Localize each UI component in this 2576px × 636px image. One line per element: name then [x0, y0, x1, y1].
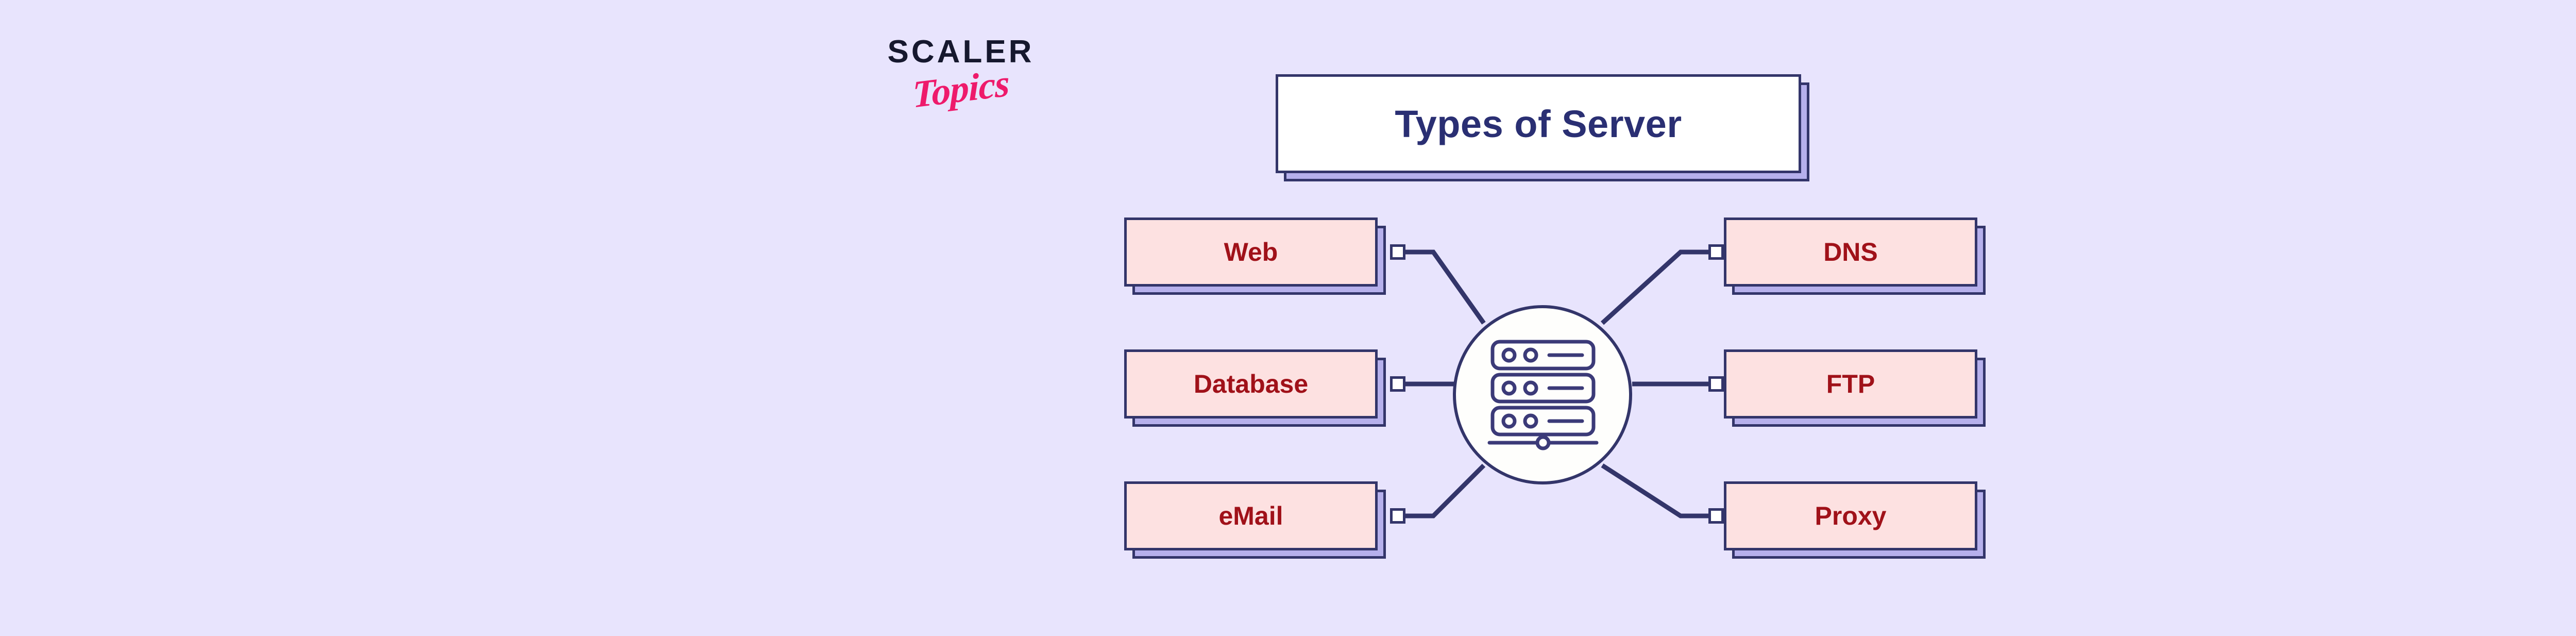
node-label-proxy: Proxy — [1815, 501, 1887, 530]
node-email[interactable]: eMail — [1124, 481, 1378, 550]
node-label-ftp: FTP — [1826, 370, 1875, 398]
connector-nub-ftp — [1708, 376, 1724, 392]
page-title: Types of Server — [1395, 102, 1682, 145]
connector-nub-web — [1390, 244, 1405, 260]
node-database[interactable]: Database — [1124, 349, 1378, 419]
center-server-circle — [1453, 305, 1632, 484]
node-proxy[interactable]: Proxy — [1724, 481, 1977, 550]
node-dns[interactable]: DNS — [1724, 217, 1977, 287]
connector-proxy — [1601, 463, 1716, 518]
node-label-web: Web — [1224, 238, 1278, 266]
connector-nub-proxy — [1708, 508, 1724, 524]
server-rack-icon — [1487, 340, 1599, 450]
connector-nub-dns — [1708, 244, 1724, 260]
connector-web — [1398, 249, 1486, 325]
scaler-topics-logo: SCALER Topics — [876, 36, 1046, 124]
connector-dns — [1600, 249, 1716, 325]
node-web[interactable]: Web — [1124, 217, 1378, 287]
node-label-dns: DNS — [1823, 238, 1878, 266]
node-ftp[interactable]: FTP — [1724, 349, 1977, 419]
node-label-email: eMail — [1218, 501, 1283, 530]
connector-email — [1398, 463, 1486, 518]
title-box: Types of Server — [1276, 74, 1801, 173]
node-label-database: Database — [1193, 370, 1309, 398]
connector-nub-database — [1390, 376, 1405, 392]
connector-nub-email — [1390, 508, 1405, 524]
logo-primary-text: SCALER — [887, 34, 1035, 70]
